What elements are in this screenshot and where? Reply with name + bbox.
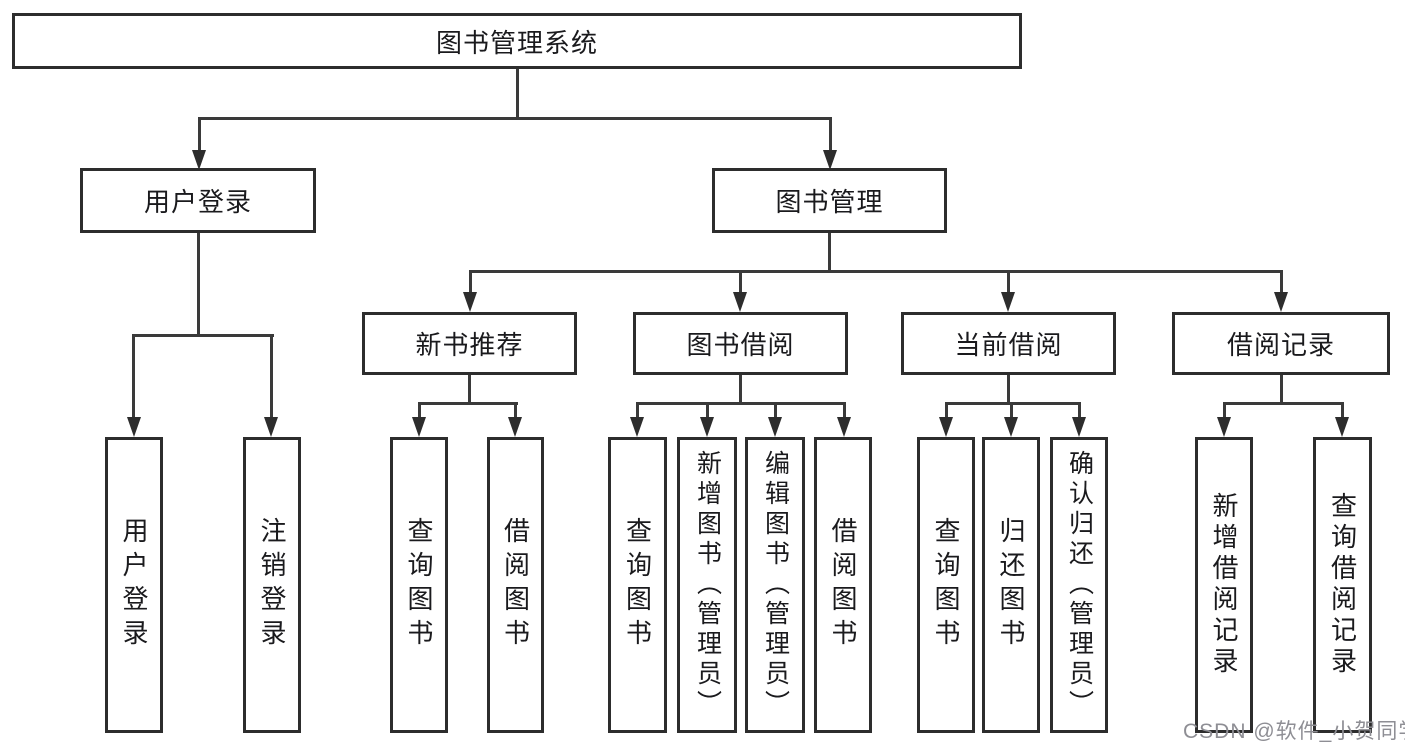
- arrow-down-icon: [264, 417, 278, 437]
- arrow-down-icon: [837, 417, 851, 437]
- node-book-borrowing: 图书借阅: [633, 312, 848, 375]
- arrow-down-icon: [508, 417, 522, 437]
- node-label: 借阅记录: [1226, 330, 1335, 360]
- connector-line: [198, 117, 832, 120]
- connector-line: [739, 270, 742, 294]
- node-user-login: 用户登录: [80, 168, 316, 233]
- node-root: 图书管理系统: [12, 13, 1022, 69]
- node-label: 用户登录: [143, 187, 252, 217]
- node-label: 图书借阅: [686, 330, 795, 360]
- node-label: 图书管理: [775, 187, 884, 217]
- node-book-management: 图书管理: [712, 168, 947, 233]
- leaf-label: 借阅图书: [828, 517, 858, 653]
- connector-line: [1007, 375, 1010, 405]
- leaf-confirm-return-admin: 确认归还（管理员）: [1050, 437, 1108, 733]
- arrow-down-icon: [463, 292, 477, 312]
- leaf-query-books-2: 查询图书: [608, 437, 667, 733]
- connector-line: [132, 334, 135, 419]
- leaf-label: 注销登录: [257, 517, 287, 653]
- arrow-down-icon: [630, 417, 644, 437]
- connector-line: [418, 402, 421, 419]
- arrow-down-icon: [192, 150, 206, 170]
- connector-line: [636, 402, 639, 419]
- connector-line: [418, 402, 518, 405]
- leaf-label: 归还图书: [996, 517, 1026, 653]
- node-borrowing-records: 借阅记录: [1172, 312, 1390, 375]
- leaf-logout: 注销登录: [243, 437, 301, 733]
- leaf-query-books-3: 查询图书: [917, 437, 975, 733]
- connector-line: [739, 375, 742, 405]
- connector-line: [516, 69, 519, 119]
- connector-line: [197, 233, 200, 337]
- connector-line: [270, 334, 273, 419]
- connector-line: [1280, 375, 1283, 405]
- arrow-down-icon: [823, 150, 837, 170]
- leaf-label: 用户登录: [119, 517, 149, 653]
- arrow-down-icon: [733, 292, 747, 312]
- connector-line: [829, 117, 832, 153]
- node-label: 当前借阅: [954, 330, 1063, 360]
- arrow-down-icon: [1217, 417, 1231, 437]
- connector-line: [1280, 270, 1283, 294]
- connector-line: [1341, 402, 1344, 419]
- leaf-borrow-books-1: 借阅图书: [487, 437, 544, 733]
- leaf-user-login: 用户登录: [105, 437, 163, 733]
- leaf-label: 查询图书: [931, 517, 961, 653]
- node-label: 新书推荐: [415, 330, 524, 360]
- connector-line: [1010, 402, 1013, 419]
- leaf-label: 编辑图书（管理员）: [761, 450, 790, 720]
- leaf-label: 查询借阅记录: [1327, 492, 1358, 678]
- connector-line: [774, 402, 777, 419]
- connector-line: [1078, 402, 1081, 419]
- leaf-label: 确认归还（管理员）: [1065, 450, 1094, 720]
- connector-line: [132, 334, 274, 337]
- connector-line: [843, 402, 846, 419]
- connector-line: [468, 375, 471, 405]
- connector-line: [469, 270, 1283, 273]
- arrow-down-icon: [939, 417, 953, 437]
- leaf-label: 新增图书（管理员）: [693, 450, 722, 720]
- arrow-down-icon: [1072, 417, 1086, 437]
- connector-line: [514, 402, 517, 419]
- leaf-label: 查询图书: [622, 517, 653, 653]
- leaf-edit-book-admin: 编辑图书（管理员）: [745, 437, 805, 733]
- leaf-query-borrow-record: 查询借阅记录: [1313, 437, 1372, 733]
- arrow-down-icon: [1001, 292, 1015, 312]
- arrow-down-icon: [1004, 417, 1018, 437]
- leaf-label: 借阅图书: [500, 517, 531, 653]
- connector-line: [469, 270, 472, 294]
- connector-line: [198, 117, 201, 153]
- leaf-query-books-1: 查询图书: [390, 437, 448, 733]
- leaf-return-book: 归还图书: [982, 437, 1040, 733]
- arrow-down-icon: [700, 417, 714, 437]
- connector-line: [828, 233, 831, 273]
- arrow-down-icon: [412, 417, 426, 437]
- connector-line: [945, 402, 948, 419]
- connector-line: [706, 402, 709, 419]
- leaf-label: 查询图书: [404, 517, 434, 653]
- leaf-add-borrow-record: 新增借阅记录: [1195, 437, 1253, 733]
- connector-line: [1223, 402, 1226, 419]
- leaf-label: 新增借阅记录: [1209, 492, 1239, 678]
- arrow-down-icon: [768, 417, 782, 437]
- node-new-book-recommendation: 新书推荐: [362, 312, 577, 375]
- leaf-borrow-books-2: 借阅图书: [814, 437, 872, 733]
- watermark: CSDN @软件_小贺同学: [1183, 720, 1405, 743]
- connector-line: [1007, 270, 1010, 294]
- leaf-add-book-admin: 新增图书（管理员）: [677, 437, 737, 733]
- node-root-label: 图书管理系统: [435, 27, 598, 58]
- arrow-down-icon: [1274, 292, 1288, 312]
- arrow-down-icon: [127, 417, 141, 437]
- connector-line: [636, 402, 845, 405]
- node-current-borrowing: 当前借阅: [901, 312, 1116, 375]
- arrow-down-icon: [1335, 417, 1349, 437]
- connector-line: [1223, 402, 1344, 405]
